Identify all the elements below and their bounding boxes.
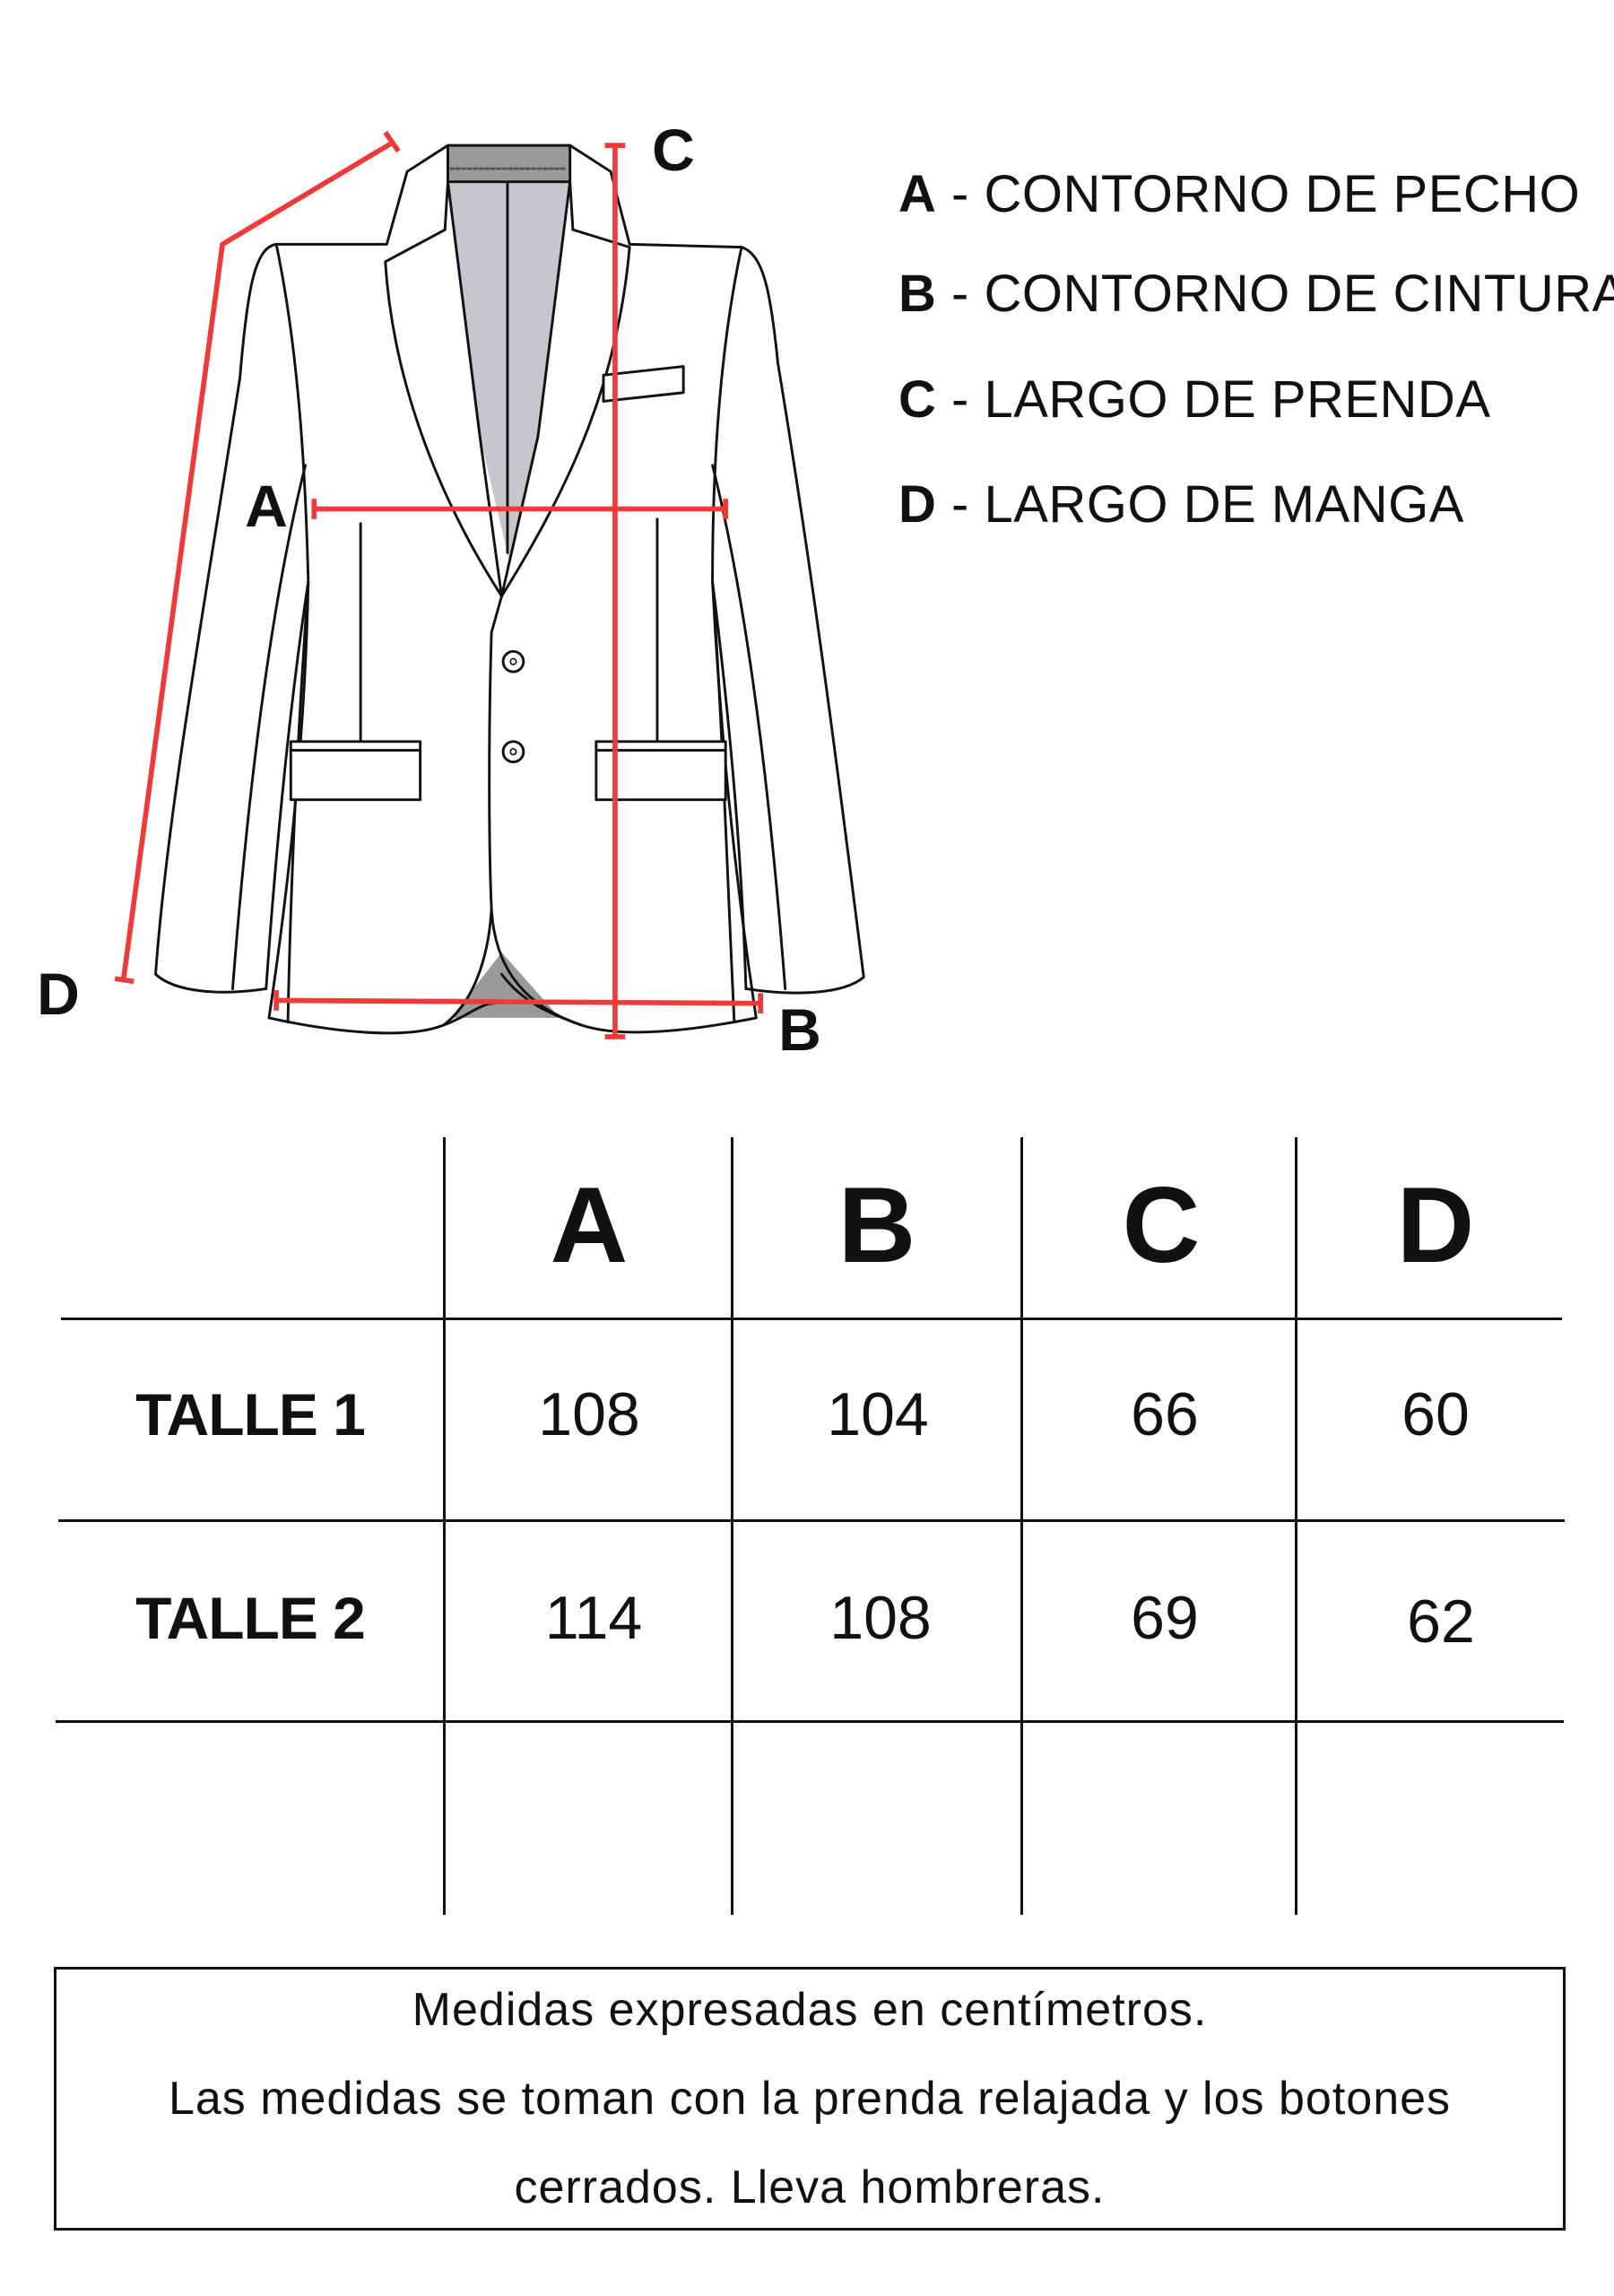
column-header-b: B — [837, 1165, 916, 1285]
table-divider — [443, 1137, 446, 1915]
column-header-a: A — [550, 1165, 629, 1285]
table-divider — [61, 1318, 1562, 1320]
legend-label: LARGO DE PRENDA — [984, 370, 1491, 429]
row-label: TALLE 1 — [135, 1381, 366, 1448]
marker-c: C — [652, 117, 695, 183]
table-divider — [56, 1720, 1564, 1723]
row-label: TALLE 2 — [135, 1585, 366, 1651]
button — [501, 740, 525, 764]
legend-sep: - — [936, 475, 985, 534]
cell-value: 114 — [544, 1584, 643, 1652]
cell-value: 69 — [1131, 1584, 1199, 1652]
legend-item-d: D - LARGO DE MANGA — [898, 479, 1464, 531]
cell-value: 108 — [538, 1380, 640, 1448]
legend-label: CONTORNO DE PECHO — [984, 165, 1581, 223]
marker-b: B — [778, 996, 821, 1063]
button — [501, 649, 525, 674]
measurement-note: Medidas expresadas en centímetros. Las m… — [54, 1967, 1566, 2231]
legend-key: D — [898, 475, 937, 534]
cell-value: 108 — [829, 1584, 932, 1652]
table-divider — [1295, 1137, 1297, 1915]
lining — [447, 181, 570, 561]
legend-item-b: B - CONTORNO DE CINTURA — [898, 268, 1614, 320]
legend-key: A — [898, 165, 937, 223]
table-divider — [731, 1137, 733, 1915]
breast-pocket — [602, 365, 685, 403]
column-header-c: C — [1122, 1165, 1201, 1285]
marker-a: A — [245, 473, 288, 539]
cell-value: 104 — [827, 1380, 929, 1448]
measure-line-c — [604, 143, 626, 1039]
collar-band — [447, 144, 572, 184]
measure-line-d — [114, 130, 401, 985]
note-line: Medidas expresadas en centímetros. — [412, 1984, 1208, 2036]
marker-d: D — [37, 961, 80, 1027]
measure-line-a — [311, 499, 729, 519]
note-line: Las medidas se toman con la prenda relaj… — [168, 2073, 1452, 2125]
column-header-d: D — [1396, 1165, 1475, 1285]
legend-sep: - — [936, 265, 985, 323]
legend-sep: - — [936, 370, 985, 429]
table-divider — [1020, 1137, 1023, 1915]
legend-item-c: C - LARGO DE PRENDA — [898, 374, 1491, 426]
cell-value: 66 — [1131, 1380, 1199, 1448]
legend-key: C — [898, 370, 937, 429]
legend-sep: - — [936, 165, 985, 223]
legend-label: CONTORNO DE CINTURA — [984, 265, 1614, 323]
cell-value: 60 — [1401, 1380, 1470, 1448]
legend-item-a: A - CONTORNO DE PECHO — [898, 169, 1580, 221]
legend-key: B — [898, 265, 937, 323]
note-line: cerrados. Lleva hombreras. — [514, 2161, 1106, 2213]
measure-line-b — [273, 990, 763, 1014]
legend-label: LARGO DE MANGA — [984, 475, 1464, 534]
cell-value: 62 — [1407, 1587, 1475, 1656]
table-divider — [58, 1519, 1565, 1522]
